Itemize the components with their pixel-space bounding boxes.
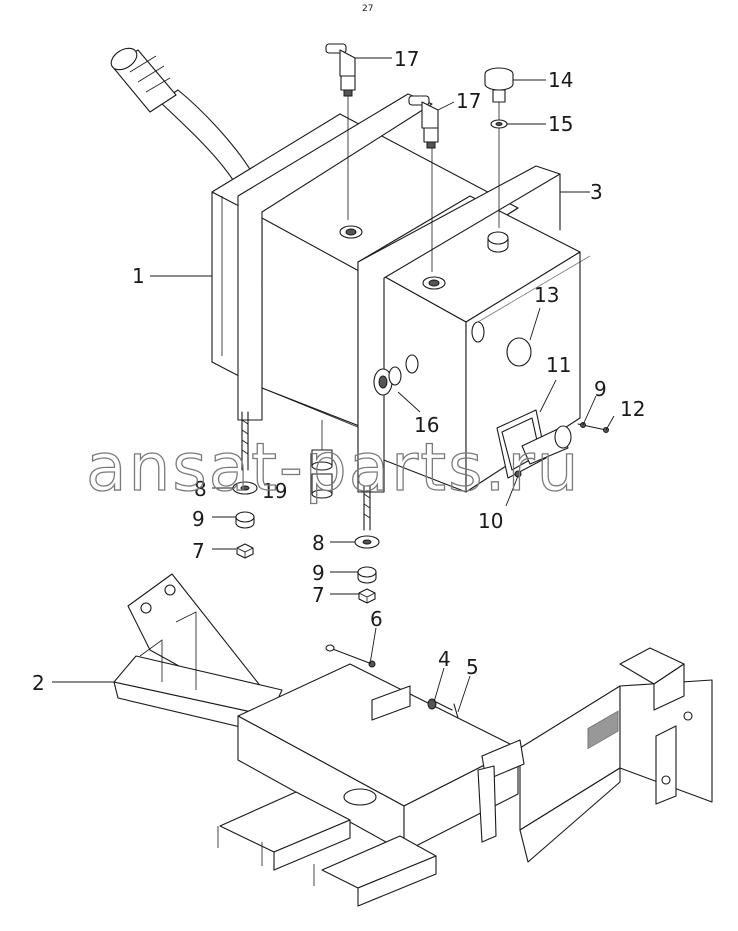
callout-12: 12 — [620, 397, 645, 421]
washer-15 — [490, 119, 508, 129]
callout-1: 1 — [132, 264, 145, 288]
leader-lines — [52, 57, 615, 713]
tank-ports — [339, 225, 532, 374]
callout-3: 3 — [590, 180, 603, 204]
screw-12 — [577, 422, 609, 433]
elbow-fitting-17 — [325, 43, 356, 220]
callout-4: 4 — [438, 647, 451, 671]
callout-7: 7 — [192, 539, 205, 563]
callout-6: 6 — [370, 607, 383, 631]
callout-19: 19 — [262, 479, 287, 503]
callout-13: 13 — [534, 283, 559, 307]
callout-14: 14 — [548, 68, 573, 92]
nut-7 — [358, 588, 376, 604]
watermark: ansat-parts.ru — [86, 429, 580, 506]
callout-9: 9 — [192, 507, 205, 531]
callout-2: 2 — [32, 671, 45, 695]
level-sensor-16 — [373, 366, 402, 396]
callout-5: 5 — [466, 655, 479, 679]
elbow-fitting-17 — [408, 95, 439, 272]
pin-4 — [427, 698, 453, 711]
filler-neck-hose — [110, 47, 256, 189]
callout-7: 7 — [312, 583, 325, 607]
page-number: 27 — [362, 4, 373, 14]
callout-8: 8 — [194, 477, 207, 501]
clip-5 — [453, 703, 459, 719]
fastener-stack-left — [232, 411, 258, 559]
side-opening — [405, 354, 419, 374]
strap-band — [237, 93, 561, 493]
callout-17: 17 — [456, 89, 481, 113]
drain-hole — [343, 788, 377, 806]
callout-8: 8 — [312, 531, 325, 555]
plug-13 — [506, 337, 532, 367]
side-opening — [471, 321, 485, 343]
callouts: 17 17 14 15 3 1 13 11 9 12 16 10 19 8 9 … — [32, 47, 645, 695]
drain-valve — [311, 420, 333, 499]
callout-9: 9 — [594, 377, 607, 401]
callout-9: 9 — [312, 561, 325, 585]
callout-10: 10 — [478, 509, 503, 533]
base-frame-2 — [113, 573, 713, 907]
callout-15: 15 — [548, 112, 573, 136]
outlet-flange-11 — [496, 409, 572, 479]
callout-17: 17 — [394, 47, 419, 71]
callout-11: 11 — [546, 353, 571, 377]
fastener-stack-middle — [354, 485, 380, 604]
callout-16: 16 — [414, 413, 439, 437]
nut-7 — [236, 543, 254, 559]
